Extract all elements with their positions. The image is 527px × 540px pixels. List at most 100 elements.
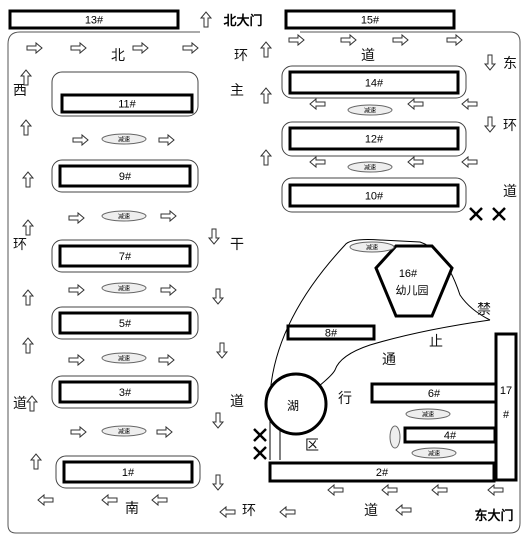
speed-bump [101,282,147,294]
speed-bump-label: 减速 [118,136,130,144]
direction-arrow-left [309,97,326,111]
direction-arrow-left [151,493,168,507]
direction-arrow-right [70,425,87,439]
building-17 [494,332,518,482]
speed-bump [411,447,457,459]
direction-arrow-up [21,219,35,236]
building-9 [58,164,192,188]
campus-boundary [7,31,521,534]
building-11-label: 11# [118,99,136,111]
speed-bump [347,104,393,116]
direction-arrow-down [211,288,225,305]
direction-arrow-right [68,353,85,367]
barrier-x-mark-3 [253,428,267,442]
kindergarten-name: 幼儿园 [396,284,429,297]
direction-arrow-up [21,337,35,354]
direction-arrow-left [395,503,412,517]
speed-bump [389,425,401,449]
no-pass-char-1: 禁 [477,302,491,318]
building-3 [58,380,192,404]
direction-arrow-right [158,353,175,367]
speed-bump-label: 减速 [118,428,130,436]
direction-arrow-right [446,33,463,47]
direction-arrow-up [19,119,33,136]
north-ring-char-1: 北 [111,48,125,64]
speed-bump [405,408,451,420]
building-17-label: 17# [500,385,512,421]
direction-arrow-right [392,33,409,47]
direction-arrow-down [483,54,497,71]
direction-arrow-down [483,116,497,133]
speed-bump [101,352,147,364]
building-6-label: 6# [428,388,441,400]
building-12-label: 12# [365,134,384,146]
speed-bump-label: 减速 [364,107,376,115]
building-15-label: 15# [361,15,380,27]
building-1-label: 1# [122,467,135,479]
speed-bump-label: 减速 [364,164,376,172]
building-yard-outline [51,306,199,340]
direction-arrow-left [487,483,504,497]
direction-arrow-right [70,41,87,55]
direction-arrow-left [381,483,398,497]
direction-arrow-left [219,505,236,519]
building-yard-outline [281,65,467,99]
direction-arrow-right [160,283,177,297]
direction-arrow-down [211,474,225,491]
building-yard-outline [51,159,199,193]
speed-bump-label: 减速 [422,411,434,419]
direction-arrow-left [461,97,478,111]
building-15 [284,9,456,30]
lake-label: 湖 [287,398,299,413]
direction-arrow-left [327,483,344,497]
speed-bump-label: 减速 [118,355,130,363]
direction-arrow-right [68,211,85,225]
building-13-label: 13# [85,15,104,27]
building-4-label: 4# [444,430,457,442]
direction-arrow-up [25,395,39,412]
direction-arrow-down [215,342,229,359]
south-ring-char-3: 道 [364,503,378,519]
direction-arrow-left [309,155,326,169]
west-ring-char-2: 环 [13,237,27,253]
direction-arrow-up [21,171,35,188]
barrier-x-mark-1 [469,207,483,221]
east-ring-char-2: 环 [503,118,517,134]
direction-arrow-right [288,33,305,47]
building-14 [288,70,460,95]
direction-arrow-right [182,41,199,55]
main-road-char-2: 干 [230,237,244,253]
kindergarten-hexagon [374,244,454,318]
building-11 [60,93,194,114]
speed-bump [101,210,147,222]
main-road-char-3: 道 [230,394,244,410]
speed-bump-label: 减速 [366,244,378,252]
north-ring-char-2: 环 [234,48,248,64]
building-13 [8,9,180,30]
building-3-label: 3# [119,387,132,399]
direction-arrow-right [26,41,43,55]
building-5-label: 5# [119,318,132,330]
speed-bump-label: 减速 [428,450,440,458]
kindergarten-number: 16# [399,268,418,280]
building-10 [288,183,460,208]
direction-arrow-up [259,87,273,104]
west-ring-char-3: 道 [13,396,27,412]
building-yard-outline [51,239,199,273]
direction-arrow-left [407,155,424,169]
direction-arrow-right [72,133,89,147]
direction-arrow-left [461,155,478,169]
speed-bump [347,161,393,173]
direction-arrow-up [21,289,35,306]
direction-arrow-right [160,209,177,223]
barrier-x-mark-4 [253,446,267,460]
speed-bump-label: 减速 [118,285,130,293]
direction-arrow-down [211,412,225,429]
direction-arrow-up [29,453,43,470]
direction-arrow-left [101,493,118,507]
building-12 [288,126,460,151]
direction-arrow-up [19,69,33,86]
direction-arrow-up [199,11,213,28]
building-yard-outline [281,177,467,213]
